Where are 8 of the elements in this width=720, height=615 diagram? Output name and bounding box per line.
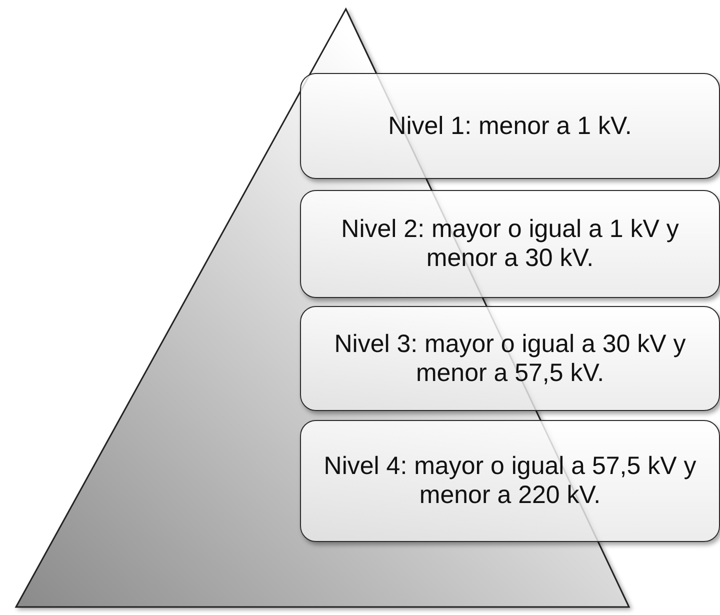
level-box — [300, 190, 720, 298]
level-text: Nivel 3: mayor o igual a 30 kV y menor a 57,5 kV. — [333, 330, 687, 388]
level-text: Nivel 1: menor a 1 kV. — [388, 112, 632, 140]
level-box — [300, 73, 720, 179]
level-box — [300, 420, 720, 542]
level-box — [300, 306, 720, 411]
level-text: Nivel 4: mayor o igual a 57,5 kV y menor a 220 kV. — [322, 452, 698, 510]
level-text: Nivel 2: mayor o igual a 1 kV y menor a 30 kV. — [340, 215, 680, 273]
